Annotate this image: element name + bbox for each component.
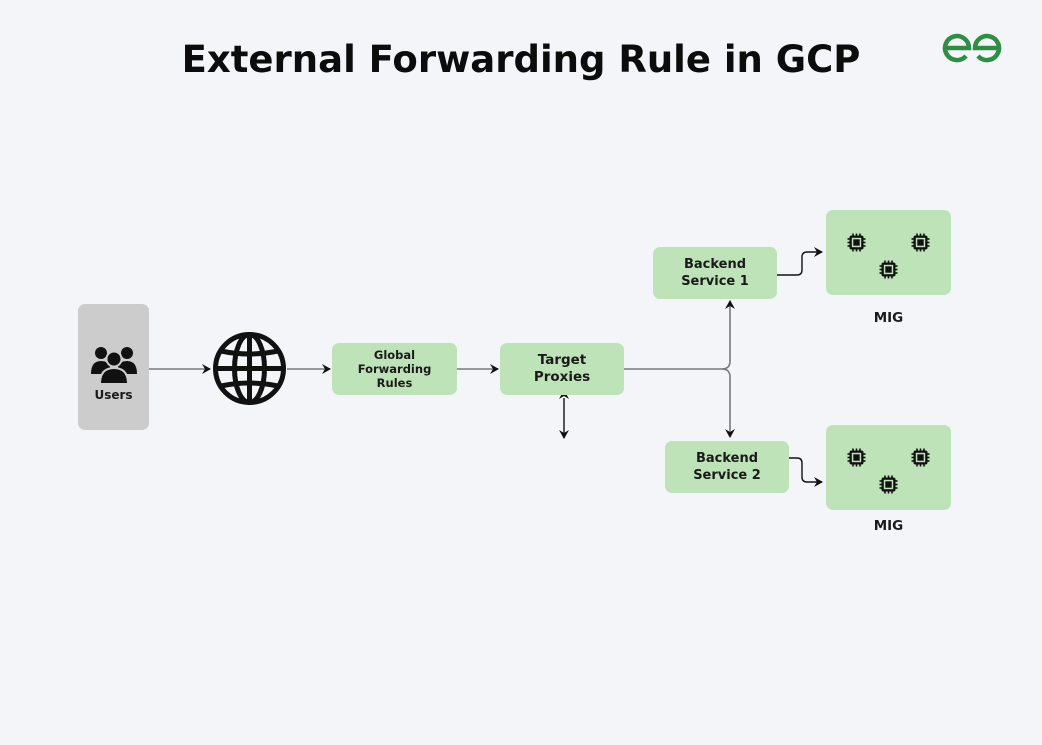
bs2-label-line1: Backend xyxy=(695,451,759,466)
users-label: Users xyxy=(94,388,133,402)
mig-2-node xyxy=(826,425,951,510)
tp-label-line2: Proxies xyxy=(533,369,591,385)
users-group-icon xyxy=(91,347,137,384)
gfr-label-line2: Forwarding xyxy=(357,362,432,376)
mig-1-node xyxy=(826,210,951,295)
edge-tp-backend2 xyxy=(721,368,735,438)
users-node: Users xyxy=(78,304,149,430)
mig-2-label: MIG xyxy=(873,518,904,534)
gfr-label-line3: Rules xyxy=(376,376,413,390)
globe-icon xyxy=(213,332,286,405)
backend-service-2-node: Backend Service 2 xyxy=(665,441,789,493)
tp-label-line1: Target xyxy=(537,352,587,368)
backend-service-1-node: Backend Service 1 xyxy=(653,247,777,299)
edge-bs2-mig xyxy=(779,457,823,487)
bs1-label-line2: Service 1 xyxy=(681,274,749,289)
target-proxies-node: Target Proxies xyxy=(500,343,624,395)
cpu-chip-icon xyxy=(879,260,898,279)
cpu-chip-icon xyxy=(847,233,866,252)
bs2-label-line2: Service 2 xyxy=(693,468,761,483)
diagram-title: External Forwarding Rule in GCP xyxy=(181,38,861,81)
global-forwarding-rules-node: Global Forwarding Rules xyxy=(332,343,457,395)
cpu-chip-icon xyxy=(911,233,930,252)
mig-1-label: MIG xyxy=(873,310,904,326)
edge-bs1-mig xyxy=(777,247,823,276)
gfr-label-line1: Global xyxy=(373,348,416,362)
edge-tp-backends xyxy=(624,300,735,370)
cpu-chip-icon xyxy=(847,448,866,467)
bs1-label-line1: Backend xyxy=(683,257,747,272)
geeksforgeeks-logo-icon xyxy=(942,33,1002,63)
cpu-chip-icon xyxy=(911,448,930,467)
cpu-chip-icon xyxy=(879,475,898,494)
